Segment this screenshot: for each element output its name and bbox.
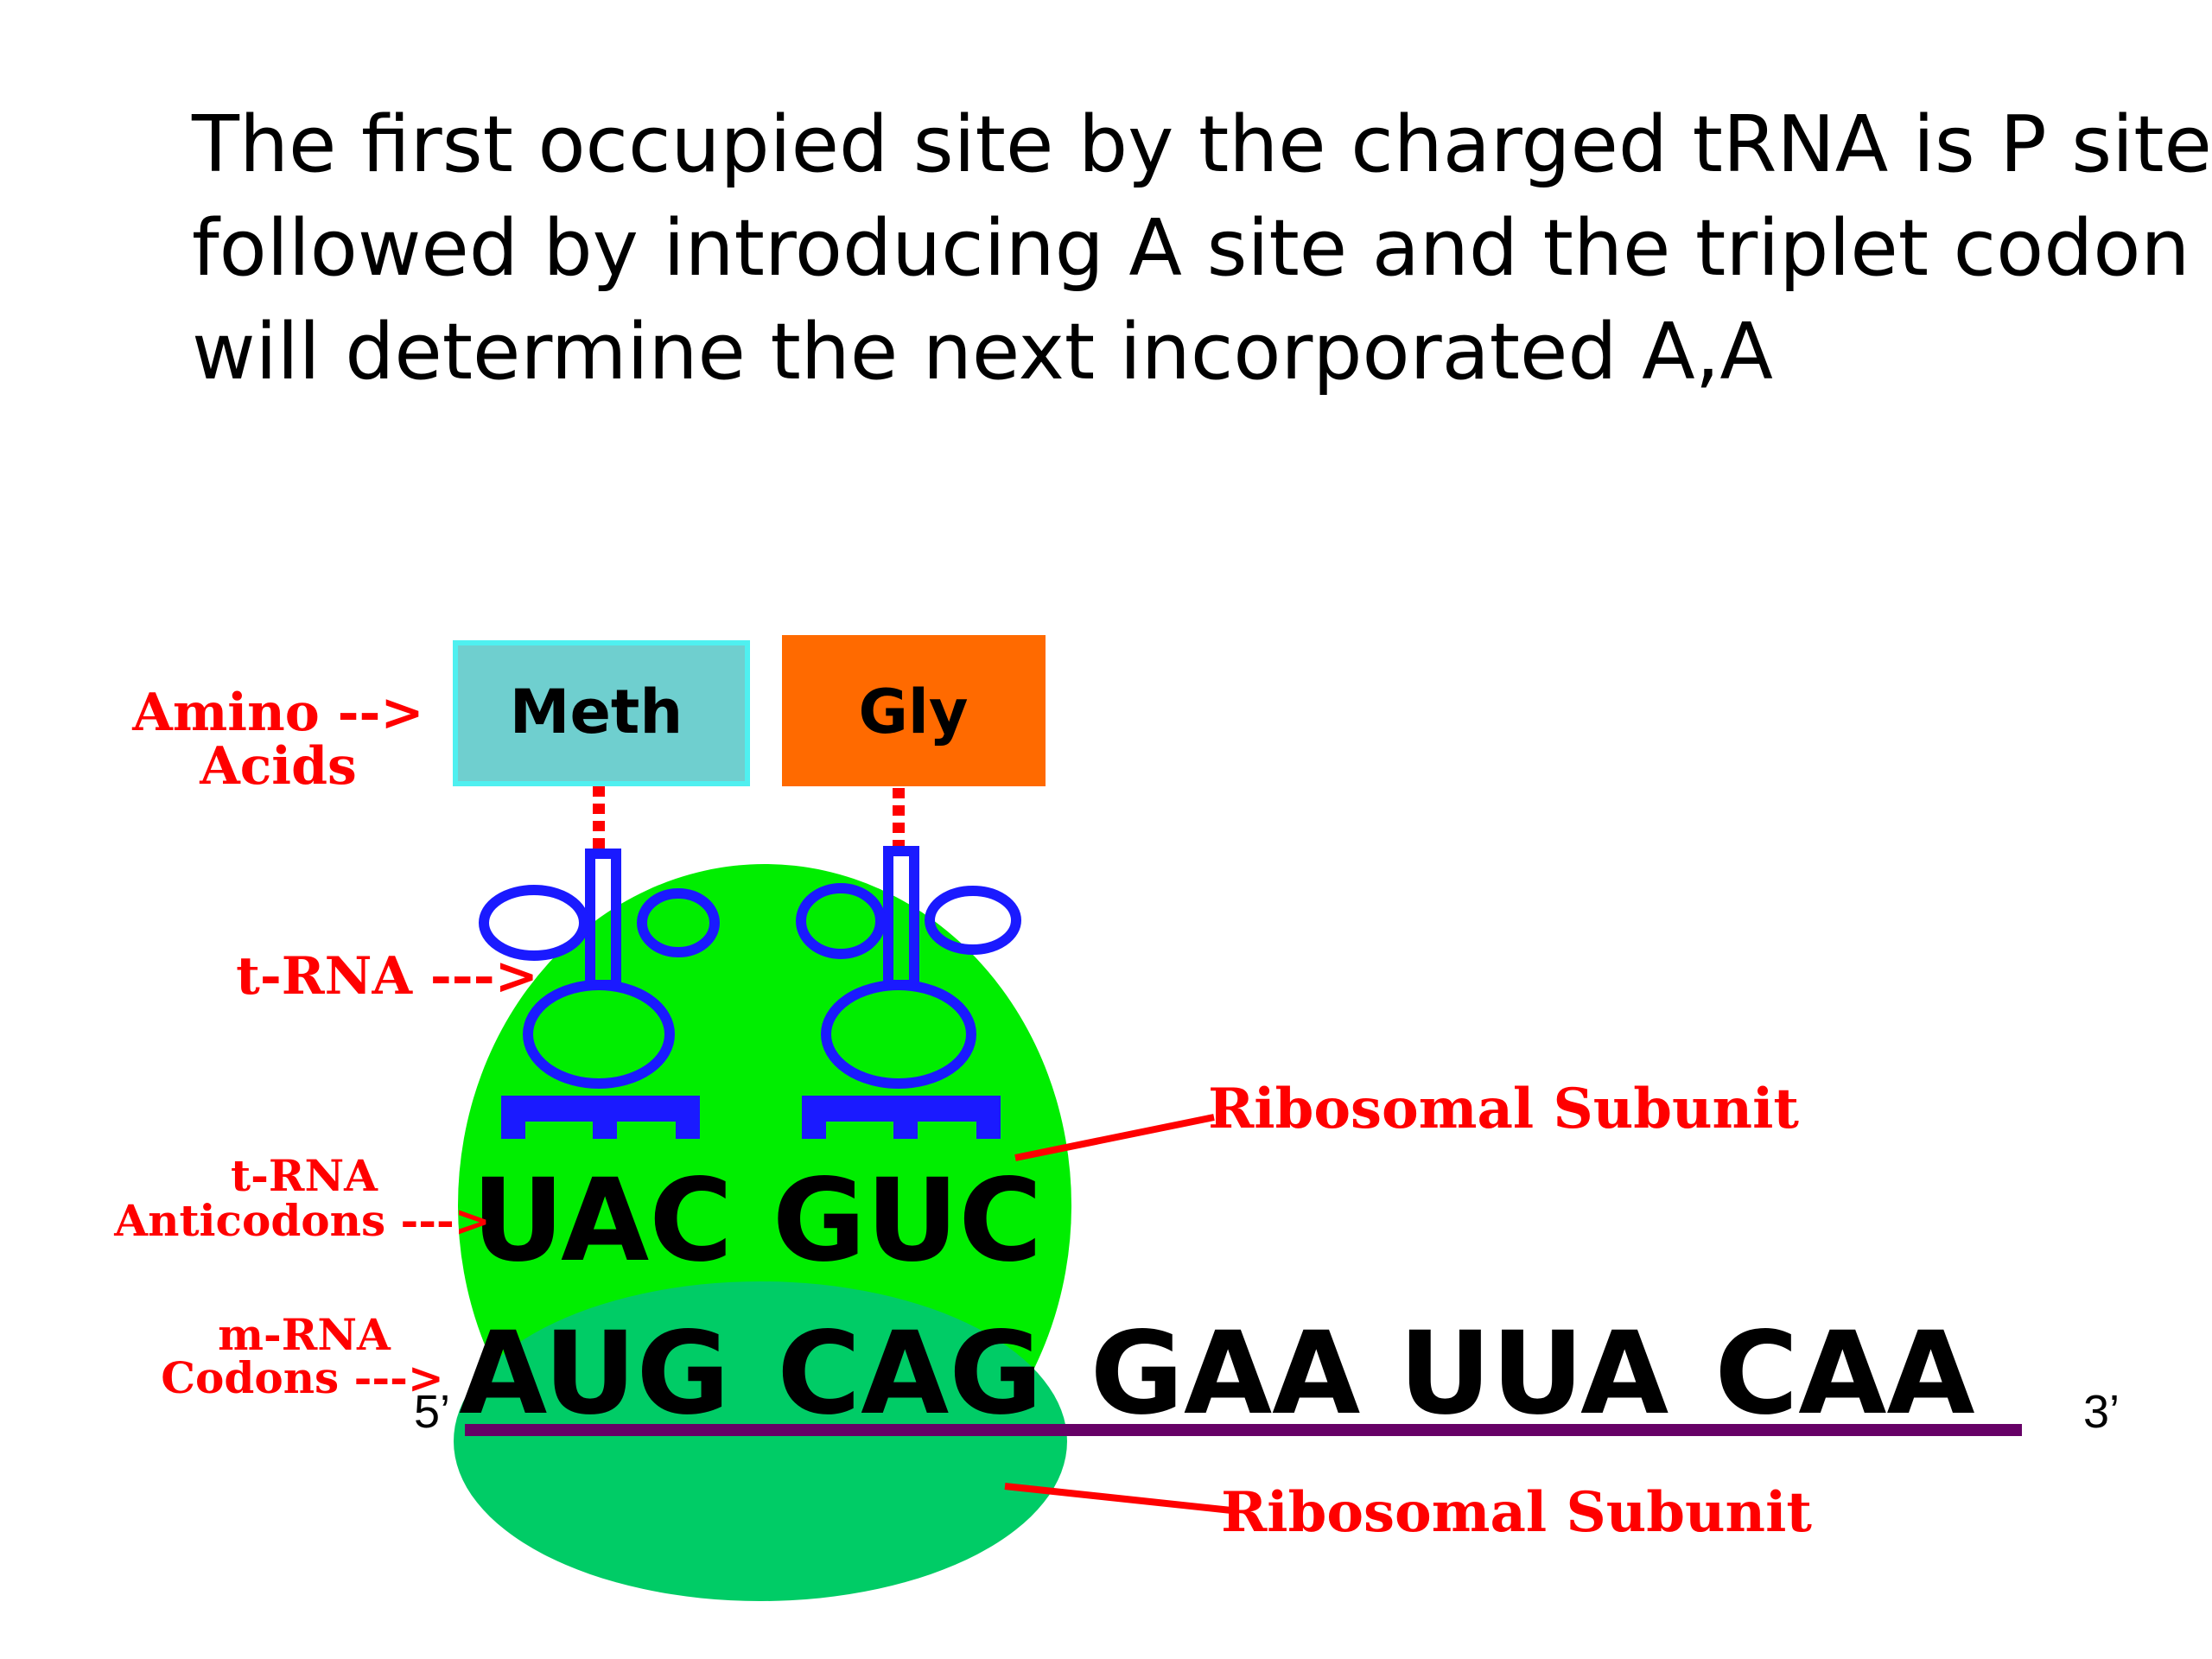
anticodon-guc: GUC: [772, 1154, 1042, 1287]
codons-label-line1: m-RNA: [218, 1309, 391, 1360]
codon-caa: CAA: [1714, 1307, 1974, 1440]
trna-1-comb: [501, 1096, 700, 1139]
text-line-1: The first occupied site by the charged t…: [192, 99, 2212, 190]
upper-subunit-pointer: [1014, 1114, 1215, 1161]
codon-aug: AUG: [459, 1307, 730, 1440]
codon-uua: UUA: [1399, 1307, 1669, 1440]
slide-text: The first occupied site by the charged t…: [192, 93, 2212, 404]
anticodons-label-line2: Anticodons --->: [113, 1195, 490, 1246]
small-ribosomal-subunit: [454, 1281, 1067, 1601]
codon-cag: CAG: [777, 1307, 1042, 1440]
three-prime-label: 3’: [2083, 1386, 2120, 1438]
meth-box: [453, 640, 750, 786]
amino-acid-meth: Meth: [510, 677, 683, 747]
anticodons-label-line1: t-RNA: [231, 1150, 378, 1201]
codons-label-line2: Codons --->: [161, 1352, 444, 1403]
trna-2-comb: [802, 1096, 1001, 1139]
upper-subunit-label: Ribosomal Subunit: [1208, 1077, 1799, 1141]
five-prime-label: 5’: [414, 1386, 450, 1438]
gly-box: [782, 635, 1046, 786]
codon-gaa: GAA: [1090, 1307, 1361, 1440]
amino-acids-label-line2: Acids: [199, 736, 357, 797]
anticodon-uac: UAC: [472, 1154, 733, 1287]
lower-subunit-label: Ribosomal Subunit: [1221, 1480, 1812, 1545]
trna-1: [479, 849, 720, 1089]
text-line-2: followed by introducing A site and the t…: [192, 203, 2190, 294]
trna-label: t-RNA --->: [236, 946, 538, 1007]
lower-subunit-pointer: [1004, 1483, 1232, 1514]
amino-acid-gly: Gly: [858, 677, 968, 747]
amino-acids-label-line1: Amino -->: [131, 683, 423, 743]
text-line-3: will determine the next incorporated A,A: [192, 307, 1773, 397]
trna-2: [796, 846, 1021, 1089]
